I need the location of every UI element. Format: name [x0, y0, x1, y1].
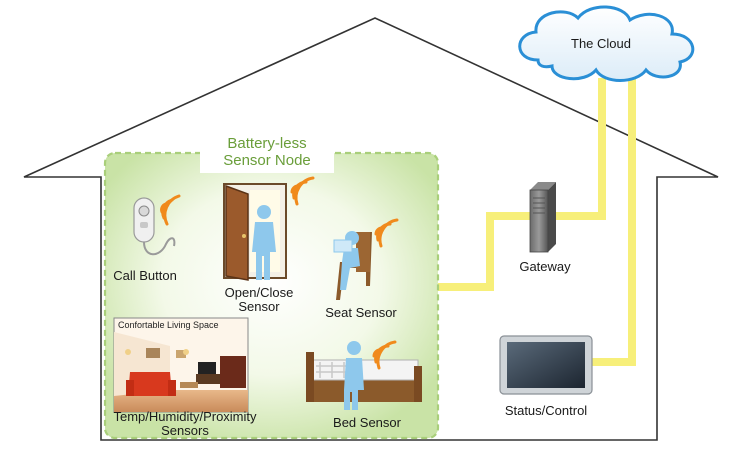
open-close-sensor-label: Open/Close Sensor	[214, 286, 304, 314]
gateway-server-icon	[529, 182, 556, 253]
cloud-label: The Cloud	[571, 36, 631, 51]
temp-humidity-proximity-label: Temp/Humidity/Proximity Sensors	[102, 410, 268, 438]
sensor-node-title-line1: Battery-less	[227, 135, 307, 152]
temp-label-line2: Sensors	[161, 423, 209, 438]
status-control-label: Status/Control	[504, 403, 588, 418]
bed-icon	[306, 352, 422, 402]
sensor-node-title-line2: Sensor Node	[223, 152, 311, 169]
seated-person-icon	[333, 231, 360, 290]
link-status-to-cloud	[590, 78, 636, 366]
door-signal-icon	[290, 176, 315, 206]
room-caption: Confortable Living Space	[118, 320, 219, 330]
open-close-label-line1: Open/Close	[224, 285, 294, 300]
call-button-label: Call Button	[113, 268, 177, 283]
person-icon	[252, 205, 276, 280]
living-room-image	[113, 317, 249, 413]
bed-signal-icon	[372, 340, 397, 370]
sensor-node-title: Battery-less Sensor Node	[200, 135, 334, 173]
seat-signal-icon	[374, 218, 399, 248]
call-button-signal-icon	[160, 194, 181, 226]
temp-label-line1: Temp/Humidity/Proximity	[113, 409, 257, 424]
network-links	[438, 78, 636, 366]
open-close-label-line2: Sensor	[238, 299, 280, 314]
gateway-label: Gateway	[519, 259, 571, 274]
standing-person-icon	[344, 341, 364, 410]
cloud-icon	[518, 5, 695, 82]
call-button-icon	[133, 197, 176, 256]
bed-sensor-label: Bed Sensor	[333, 415, 401, 430]
house-outline	[23, 17, 719, 441]
link-node-to-gateway	[438, 78, 606, 291]
tablet-icon	[499, 335, 593, 395]
seat-sensor-label: Seat Sensor	[325, 305, 397, 320]
